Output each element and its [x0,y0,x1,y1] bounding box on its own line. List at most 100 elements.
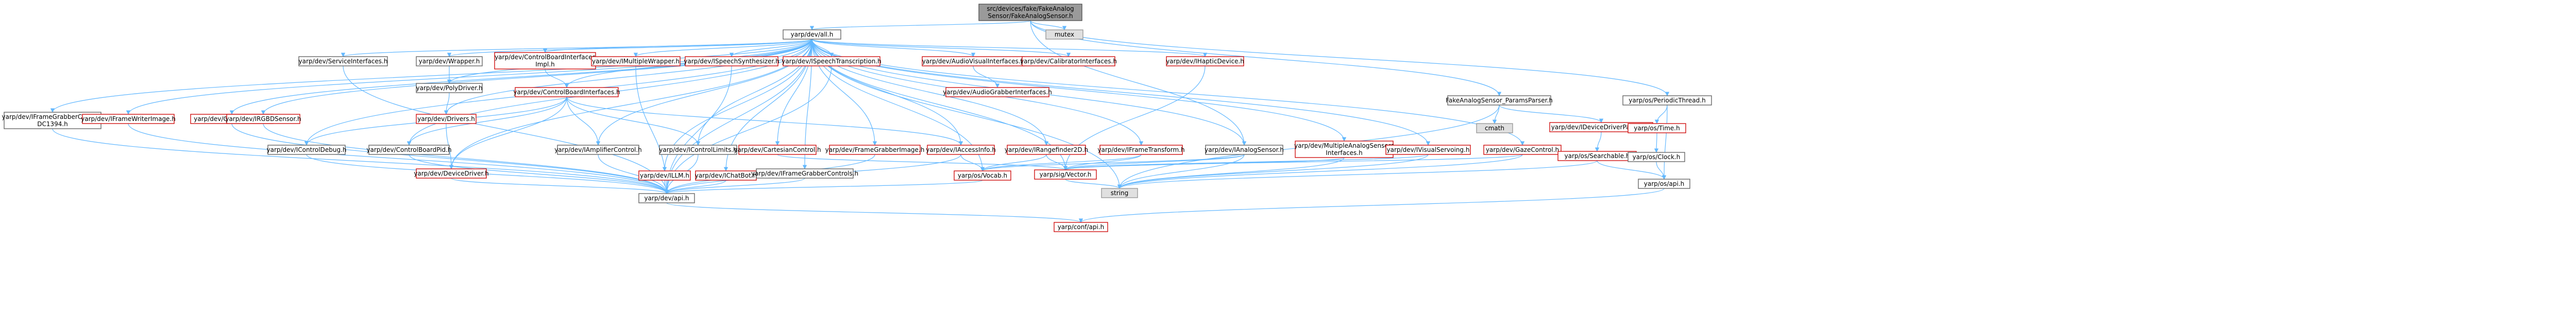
edge-vector-to-string [1065,179,1122,189]
node-iaccessinfo[interactable]: yarp/dev/IAccessInfo.h [926,145,996,155]
node-box [226,114,300,124]
node-label: yarp/dev/CartesianControl.h [734,146,821,153]
edge-iframetransform-to-vector [1063,154,1142,170]
node-label: yarp/dev/GazeControl.h [1486,146,1559,153]
node-box [978,4,1082,21]
node-controlboardpid[interactable]: yarp/dev/ControlBoardPid.h [366,145,452,155]
node-icartesian[interactable]: yarp/dev/CartesianControl.h [734,145,821,155]
edge-cbi-to-iamplifier [566,96,601,146]
node-audiovisual[interactable]: yarp/dev/AudioVisualInterfaces.h [922,56,1025,66]
node-label: yarp/os/Time.h [1634,125,1680,132]
node-icontroldebug[interactable]: yarp/dev/IControlDebug.h [267,145,347,155]
node-label: yarp/os/api.h [1644,180,1684,187]
edge-all-to-imultiplewrapper [633,39,812,57]
node-root[interactable]: src/devices/fake/FakeAnalogSensor/FakeAn… [978,4,1082,21]
node-label: yarp/dev/ControlBoardInterfaces.h [513,89,620,96]
node-ispeechsynth[interactable]: yarp/dev/ISpeechSynthesizer.h [684,56,779,66]
node-osclock[interactable]: yarp/os/Clock.h [1628,152,1685,162]
node-label: FakeAnalogSensor_ParamsParser.h [1446,97,1553,104]
node-label: yarp/dev/api.h [645,195,689,202]
node-label: yarp/dev/IVisualServoing.h [1387,146,1470,153]
edge-cbi-to-controlboardpid [406,96,567,146]
node-vocab[interactable]: yarp/os/Vocab.h [954,170,1011,181]
node-iframegrabberimage[interactable]: yarp/dev/FrameGrabberImage.h [825,145,925,155]
node-label: Impl.h [535,61,555,68]
node-ostime[interactable]: yarp/os/Time.h [1628,123,1686,133]
node-label: yarp/dev/IHapticDevice.h [1166,58,1244,65]
edge-irangefinder-to-vocab [980,154,1047,171]
node-label: Interfaces.h [1326,149,1362,156]
node-devicedriver[interactable]: yarp/dev/DeviceDriver.h [414,168,489,179]
node-label: yarp/dev/IRangefinder2D.h [1005,146,1088,153]
node-imultiplewrapper[interactable]: yarp/dev/IMultipleWrapper.h [591,56,681,66]
node-osapi[interactable]: yarp/os/api.h [1638,179,1690,189]
edge-ianalogsensor-to-vocab [980,154,1245,171]
node-label: yarp/dev/PolyDriver.h [416,84,482,92]
node-config-api[interactable]: yarp/conf/api.h [1054,222,1108,232]
node-mutex[interactable]: mutex [1045,29,1083,40]
node-irangefinder[interactable]: yarp/dev/IRangefinder2D.h [1005,145,1088,155]
node-label: yarp/dev/MultipleAnalogSensors [1294,142,1394,149]
node-ichatbot[interactable]: yarp/dev/IChatBot.h [695,170,757,181]
node-vector[interactable]: yarp/sig/Vector.h [1034,169,1097,180]
node-box [416,114,477,124]
node-box [954,170,1011,181]
node-box [638,193,695,203]
node-ispeechtrans[interactable]: yarp/dev/ISpeechTranscription.h [782,56,882,66]
node-all[interactable]: yarp/dev/all.h [783,29,841,40]
node-box [1476,123,1513,133]
node-idevicedriverparams[interactable]: yarp/dev/IDeviceDriverParams.h [1549,122,1653,132]
node-devapi[interactable]: yarp/dev/api.h [638,193,695,203]
edge-all-to-irgbdsensor [261,39,812,115]
node-box [82,114,175,124]
edge-framewriterimage-to-devapi [128,123,669,194]
node-framewriterimage[interactable]: yarp/dev/IFrameWriterImage.h [81,114,176,124]
node-irgbdsensor[interactable]: yarp/dev/IRGBDSensor.h [225,114,301,124]
node-serviceinterfaces[interactable]: yarp/dev/ServiceInterfaces.h [298,56,388,66]
node-string[interactable]: string [1101,188,1138,198]
node-box [1447,95,1551,106]
node-box [267,145,346,155]
node-cbi[interactable]: yarp/dev/ControlBoardInterfaces.h [513,87,620,97]
edge-igazecontrol-to-string [1117,154,1523,189]
node-iframetransform[interactable]: yarp/dev/IFrameTransform.h [1097,145,1185,155]
node-paramsparser[interactable]: FakeAnalogSensor_ParamsParser.h [1446,95,1553,106]
node-iamplifier[interactable]: yarp/dev/IAmplifierControl.h [554,145,642,155]
node-box [659,145,737,155]
node-box [945,87,1049,97]
node-label: yarp/dev/IChatBot.h [695,172,757,179]
edge-ivisualservoing-to-string [1117,154,1429,189]
node-label: yarp/dev/DeviceDriver.h [414,170,488,177]
node-label: yarp/dev/IFrameGrabberControls [2,113,104,120]
node-label: yarp/dev/FrameGrabberImage.h [825,146,925,153]
node-box [1166,56,1244,66]
node-icontrollimits[interactable]: yarp/dev/IControlLimits.h [659,145,737,155]
node-searchable[interactable]: yarp/os/Searchable.h [1557,151,1637,161]
node-wrapper[interactable]: yarp/dev/Wrapper.h [416,56,483,66]
node-polydriver[interactable]: yarp/dev/PolyDriver.h [416,83,483,93]
node-ianalogsensor[interactable]: yarp/dev/IAnalogSensor.h [1205,145,1284,155]
node-drivers[interactable]: yarp/dev/Drivers.h [416,114,477,124]
node-box [756,168,854,179]
node-box [1007,145,1086,155]
edge-serviceinterfaces-to-devapi [343,65,669,194]
node-cmath[interactable]: cmath [1476,123,1513,133]
node-ihaptic[interactable]: yarp/dev/IHapticDevice.h [1166,56,1244,66]
node-illm[interactable]: yarp/dev/ILLM.h [638,170,691,181]
node-periodicthread[interactable]: yarp/os/PeriodicThread.h [1622,95,1712,106]
node-audiograbber[interactable]: yarp/dev/AudioGrabberInterfaces.h [943,87,1052,97]
node-igazecontrol[interactable]: yarp/dev/GazeControl.h [1483,145,1562,155]
node-label: yarp/os/Searchable.h [1564,152,1630,160]
edge-searchable-to-osapi [1597,160,1667,180]
node-ivisualservoing[interactable]: yarp/dev/IVisualServoing.h [1385,145,1471,155]
node-iframegrabbercontrols[interactable]: yarp/dev/IFrameGrabberControls.h [751,168,858,179]
node-imultipleanalog[interactable]: yarp/dev/MultipleAnalogSensorsInterfaces… [1294,141,1394,158]
edge-all-to-igazecontrol [811,39,1525,146]
node-calibrator[interactable]: yarp/dev/CalibratorInterfaces.h [1020,56,1117,66]
node-box [829,145,921,155]
edge-all-to-wrapper [447,39,812,57]
edge-all-to-framegrabbercontrols_dc1394 [50,39,812,113]
node-box [783,56,880,66]
node-box [494,52,596,69]
